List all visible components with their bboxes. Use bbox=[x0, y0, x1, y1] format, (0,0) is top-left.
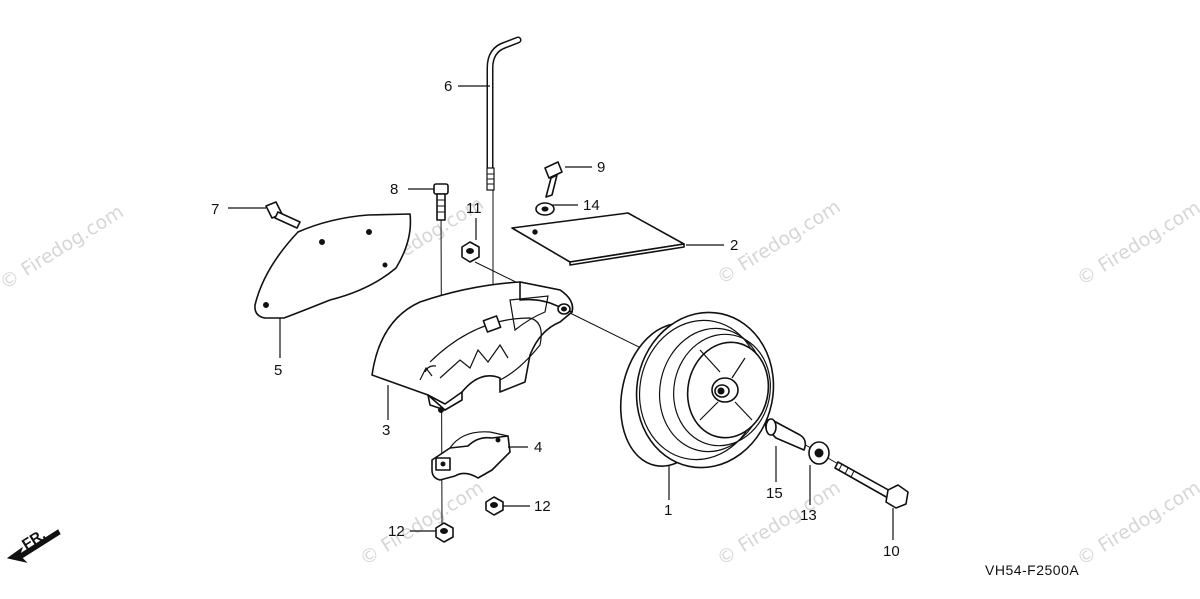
part-12-nut-a bbox=[485, 496, 504, 516]
callout-11: 11 bbox=[466, 200, 482, 217]
part-15-bushing bbox=[764, 418, 807, 451]
part-3-housing bbox=[371, 281, 574, 413]
callout-4: 4 bbox=[534, 439, 542, 456]
part-10-bolt bbox=[834, 461, 909, 509]
callout-9: 9 bbox=[597, 159, 605, 176]
watermark-5: © Firedog.com bbox=[356, 477, 487, 571]
part-9-bolt bbox=[544, 161, 563, 198]
watermark-4: © Firedog.com bbox=[1073, 197, 1200, 291]
part-13-washer bbox=[808, 441, 830, 465]
callout-12-b: 12 bbox=[388, 523, 405, 540]
callout-15: 15 bbox=[766, 485, 783, 502]
arrow-left-icon bbox=[6, 529, 61, 563]
callout-13: 13 bbox=[800, 507, 817, 524]
direction-label: FR. bbox=[19, 526, 49, 553]
part-7-bolt bbox=[265, 201, 301, 229]
callout-leaders bbox=[228, 85, 894, 540]
callout-1: 1 bbox=[664, 502, 672, 519]
part-12-nut-b bbox=[435, 522, 454, 543]
part-8-bolt bbox=[433, 183, 449, 221]
callout-7: 7 bbox=[211, 201, 219, 218]
callout-6: 6 bbox=[444, 78, 452, 95]
watermark-1: © Firedog.com bbox=[0, 201, 127, 295]
part-11-nut bbox=[461, 241, 480, 263]
callout-2: 2 bbox=[730, 237, 738, 254]
watermarks: © Firedog.com © Firedog.com © Firedog.co… bbox=[0, 0, 1200, 570]
callouts: 1 2 3 4 5 6 7 8 9 10 11 12 12 13 14 15 bbox=[211, 78, 900, 560]
part-14-washer bbox=[535, 202, 555, 216]
watermark-top-1: © Firedog.com bbox=[356, 0, 487, 6]
callout-3: 3 bbox=[382, 422, 390, 439]
part-6-rod bbox=[486, 36, 522, 191]
callout-14: 14 bbox=[583, 197, 600, 214]
watermark-top-2: © Firedog.com bbox=[1073, 0, 1200, 6]
part-5-cover bbox=[254, 213, 412, 319]
watermark-7: © Firedog.com bbox=[1073, 477, 1200, 571]
callout-12-a: 12 bbox=[534, 498, 551, 515]
part-4-clamp bbox=[431, 431, 511, 481]
callout-8: 8 bbox=[390, 181, 398, 198]
callout-5: 5 bbox=[274, 362, 282, 379]
diagram-code: VH54-F2500A bbox=[985, 562, 1079, 578]
part-1-wheel bbox=[619, 311, 775, 469]
front-direction-indicator: FR. bbox=[6, 526, 61, 563]
callout-10: 10 bbox=[883, 543, 900, 560]
part-2-plate bbox=[511, 212, 685, 266]
